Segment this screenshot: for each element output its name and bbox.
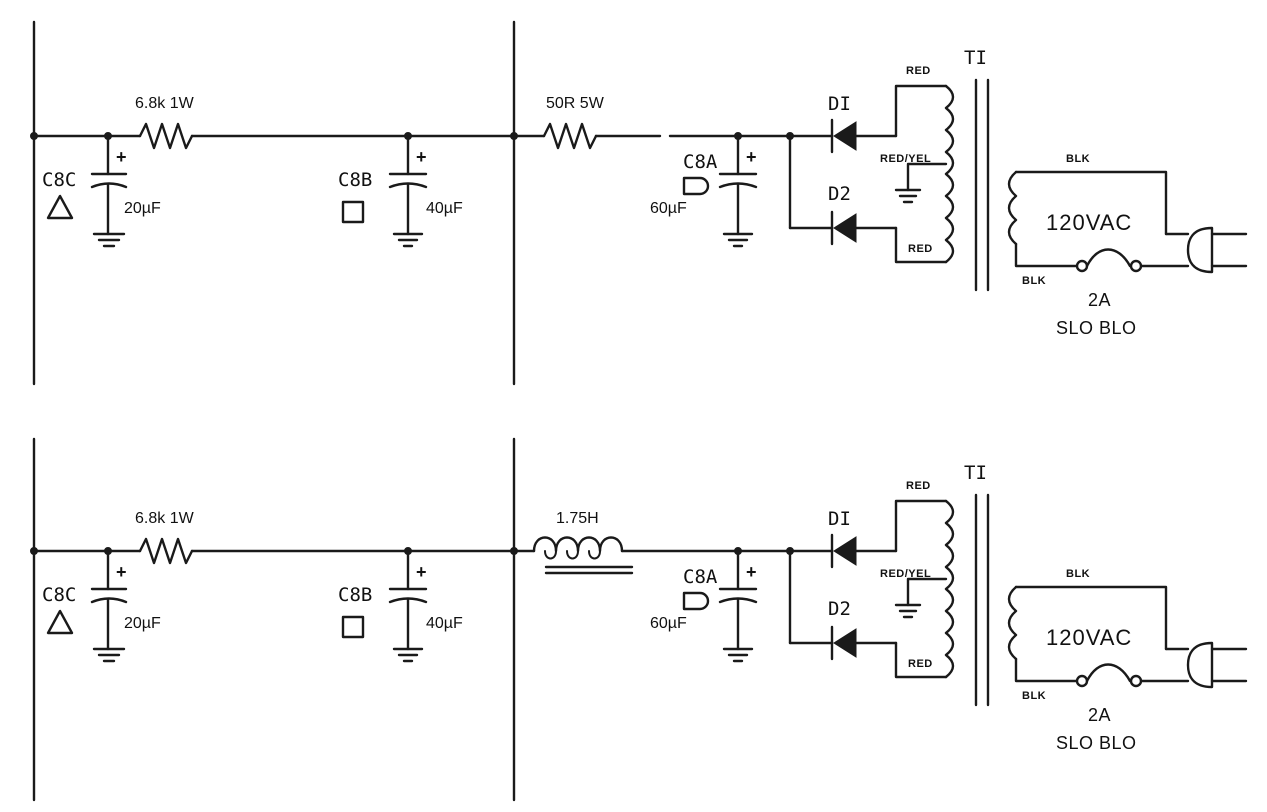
primary-voltage-label: 120VAC: [1046, 625, 1132, 650]
junction-dot: [30, 132, 38, 140]
capacitor-c8b: + C8B 40µF: [338, 549, 463, 663]
d1-label: DI: [828, 93, 851, 115]
c8c-value: 20µF: [124, 200, 161, 217]
schematic-top: 6.8k 1W + C8C 20µF: [30, 20, 1248, 386]
red-top-label: RED: [906, 65, 931, 77]
c8a-value: 60µF: [650, 615, 687, 632]
c8c-plus: +: [116, 147, 127, 167]
diode-d1: DI: [788, 93, 898, 154]
square-marker-icon: [341, 615, 365, 639]
transformer-name: TI: [964, 47, 987, 69]
capacitor-c8a: + C8A 60µF: [650, 132, 758, 248]
blk-bottom-label: BLK: [1022, 690, 1046, 702]
resistor-50r: [542, 122, 598, 150]
blk-bottom-label: BLK: [1022, 275, 1046, 287]
c8c-name: C8C: [42, 169, 76, 191]
center-tap-label: RED/YEL: [880, 153, 931, 165]
half-circle-marker-icon: [682, 591, 710, 611]
ac-plug-icon: [1186, 641, 1214, 689]
c8c-value: 20µF: [124, 615, 161, 632]
c8b-plus: +: [416, 147, 427, 167]
triangle-marker-icon: [46, 609, 74, 635]
transformer-primary: BLK BLK 120VAC 2A SLO BLO: [1007, 568, 1248, 753]
c8a-name: C8A: [683, 151, 718, 173]
fuse-type-label: SLO BLO: [1056, 318, 1137, 338]
c8a-value: 60µF: [650, 200, 687, 217]
red-bottom-label: RED: [908, 658, 933, 670]
diode-d2: D2: [828, 598, 898, 661]
inductor-coil: [532, 536, 624, 553]
d2-label: D2: [828, 598, 851, 620]
c8a-name: C8A: [683, 566, 718, 588]
c8c-name: C8C: [42, 584, 76, 606]
square-marker-icon: [341, 200, 365, 224]
c8b-plus: +: [416, 562, 427, 582]
fuse-symbol: [1085, 663, 1132, 683]
capacitor-c8b: + C8B 40µF: [338, 134, 463, 248]
half-circle-marker-icon: [682, 176, 710, 196]
triangle-marker-icon: [46, 194, 74, 220]
c8c-plus: +: [116, 562, 127, 582]
resistor-6k8: [138, 537, 194, 565]
transformer-primary: BLK BLK 120VAC 2A SLO BLO: [1007, 153, 1248, 338]
d1-label: DI: [828, 508, 851, 530]
blk-top-label: BLK: [1066, 568, 1090, 580]
red-bottom-label: RED: [908, 243, 933, 255]
d2-label: D2: [828, 183, 851, 205]
resistor-6k8-label: 6.8k 1W: [135, 510, 195, 527]
primary-voltage-label: 120VAC: [1046, 210, 1132, 235]
capacitor-c8c: + C8C 20µF: [42, 549, 161, 663]
diode-d1: DI: [788, 508, 898, 569]
c8a-plus: +: [746, 147, 757, 167]
transformer-name: TI: [964, 462, 987, 484]
fuse-rating-label: 2A: [1088, 705, 1111, 725]
fuse-symbol: [1085, 248, 1132, 268]
fuse-type-label: SLO BLO: [1056, 733, 1137, 753]
ac-plug-icon: [1186, 226, 1214, 274]
resistor-6k8: [138, 122, 194, 150]
schematic-bottom: 6.8k 1W + C8C 20µF + C8B: [30, 437, 1248, 802]
red-top-label: RED: [906, 480, 931, 492]
blk-top-label: BLK: [1066, 153, 1090, 165]
c8b-value: 40µF: [426, 615, 463, 632]
fuse-rating-label: 2A: [1088, 290, 1111, 310]
diode-d2: D2: [828, 183, 898, 246]
capacitor-c8c: + C8C 20µF: [42, 134, 161, 248]
transformer-secondary: RED RED/YEL RED: [880, 65, 955, 264]
center-tap-label: RED/YEL: [880, 568, 931, 580]
junction-dot: [30, 547, 38, 555]
c8a-plus: +: [746, 562, 757, 582]
transformer-secondary: RED RED/YEL RED: [880, 480, 955, 679]
inductor-loops: [544, 550, 601, 560]
series-element-label: 1.75H: [556, 510, 599, 527]
c8b-value: 40µF: [426, 200, 463, 217]
c8b-name: C8B: [338, 584, 372, 606]
resistor-6k8-label: 6.8k 1W: [135, 95, 195, 112]
series-element-label: 50R 5W: [546, 95, 605, 112]
c8b-name: C8B: [338, 169, 372, 191]
capacitor-c8a: + C8A 60µF: [650, 547, 758, 663]
